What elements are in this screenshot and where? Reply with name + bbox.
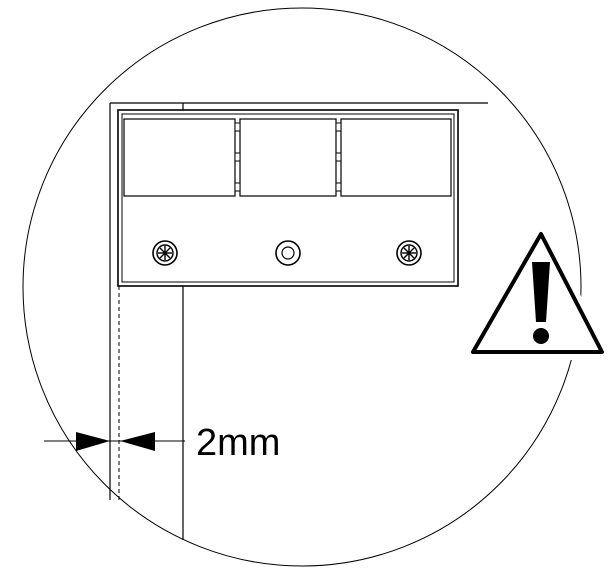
switch-plate	[117, 109, 459, 287]
center-hole-icon	[275, 240, 301, 266]
module-slot-3	[340, 118, 452, 197]
dimension-label: 2mm	[196, 422, 281, 464]
screw-icon	[152, 240, 178, 266]
detail-circle	[22, 7, 582, 567]
arrow-left-icon	[120, 432, 155, 451]
screw-icon	[396, 240, 422, 266]
warning-triangle-icon	[464, 225, 609, 360]
module-slot-1	[123, 118, 236, 197]
dimension-arrows	[44, 432, 185, 451]
frame-lines	[109, 102, 488, 540]
module-slot-2	[239, 118, 337, 197]
arrow-right-icon	[76, 432, 110, 451]
